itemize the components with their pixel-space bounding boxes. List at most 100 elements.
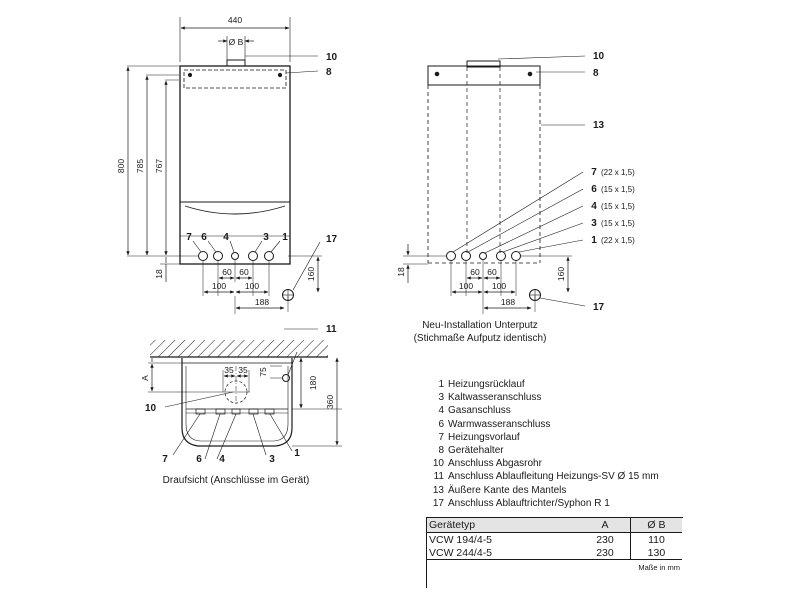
legend-item: 7 Heizungsvorlauf	[430, 431, 659, 444]
install-spacing-60-a: 60	[470, 267, 480, 277]
front-height-785: 785	[135, 159, 145, 173]
legend-item: 4 Gasanschluss	[430, 404, 659, 417]
front-spacing-100-a: 100	[212, 281, 226, 291]
top-dim-a: A	[140, 375, 150, 381]
legend-number: 4	[438, 405, 444, 417]
top-callout-10: 10	[145, 403, 157, 414]
install-spacing-60-b: 60	[487, 267, 497, 277]
top-label-1: 1	[294, 448, 300, 459]
top-dim-360: 360	[325, 395, 335, 409]
connection-1-install	[511, 251, 521, 261]
install-caption-line2: (Stichmaße Aufputz identisch)	[414, 333, 547, 344]
connection-3-install	[496, 251, 506, 261]
top-dim-180: 180	[308, 376, 318, 390]
table-header-row: Gerätetyp A Ø B	[427, 518, 682, 533]
cell-a: 230	[596, 546, 614, 559]
install-label-6-num: 6	[591, 184, 597, 195]
install-label-3-size: (15 x 1,5)	[601, 219, 635, 228]
top-label-6: 6	[196, 454, 202, 465]
legend-text: Gerätehalter	[448, 445, 504, 457]
top-view	[148, 328, 342, 460]
connection-4-install	[479, 252, 487, 260]
appliance-top-outline	[181, 358, 293, 447]
cell-b: 130	[629, 546, 682, 560]
install-label-4-size: (15 x 1,5)	[601, 202, 635, 211]
front-label-7: 7	[186, 232, 192, 243]
cell-model: VCW 194/4-5	[429, 533, 493, 546]
front-label-1: 1	[282, 232, 288, 243]
install-drain-160: 160	[556, 267, 566, 281]
install-label-7-size: (22 x 1,5)	[601, 168, 635, 177]
legend-number: 17	[432, 497, 444, 509]
top-dim-35-b: 35	[238, 365, 248, 375]
legend-text: Anschluss Ablauftrichter/Syphon R 1	[448, 497, 610, 509]
install-callout-13: 13	[593, 120, 605, 131]
front-label-6: 6	[201, 232, 207, 243]
legend-text: Heizungsrücklauf	[448, 379, 525, 390]
front-height-767: 767	[154, 159, 164, 173]
legend-number: 13	[432, 484, 444, 496]
connection-3-front	[248, 251, 258, 261]
legend-text: Gasanschluss	[448, 405, 511, 417]
cell-a: 230	[596, 533, 614, 546]
header-b: Ø B	[629, 518, 682, 533]
front-label-3: 3	[263, 232, 269, 243]
install-bottom-offset: 18	[396, 267, 406, 277]
front-bottom-offset: 18	[154, 269, 164, 279]
top-label-3: 3	[269, 454, 275, 465]
header-a: A	[580, 518, 631, 533]
front-callout-8: 8	[326, 67, 332, 78]
top-dim-35-a: 35	[224, 365, 234, 375]
legend-item: 17 Anschluss Ablauftrichter/Syphon R 1	[430, 497, 659, 510]
legend-item: 1 Heizungsrücklauf	[430, 378, 659, 391]
table-row: VCW 194/4-5 230 110	[427, 532, 682, 546]
install-spacing-100-a: 100	[459, 281, 473, 291]
connection-6-install	[461, 251, 471, 261]
install-callout-17: 17	[593, 302, 605, 313]
front-spacing-60-a: 60	[222, 267, 232, 277]
install-drain-188: 188	[501, 297, 515, 307]
header-model: Gerätetyp	[427, 518, 581, 533]
appliance-front-body	[179, 65, 291, 265]
top-callout-11: 11	[326, 324, 337, 335]
flue-diameter-label: Ø B	[229, 37, 244, 47]
legend-number: 1	[438, 379, 444, 390]
top-dim-75: 75	[258, 367, 268, 377]
cell-b: 110	[629, 532, 682, 546]
front-callout-10: 10	[326, 52, 338, 63]
legend-number: 6	[438, 418, 444, 430]
front-spacing-60-b: 60	[239, 267, 249, 277]
legend-number: 8	[438, 445, 444, 457]
install-spacing-100-b: 100	[492, 281, 506, 291]
connection-1-front	[264, 251, 274, 261]
install-label-6-size: (15 x 1,5)	[601, 185, 635, 194]
connection-7-install	[446, 251, 456, 261]
front-view	[126, 17, 322, 314]
legend-text: Äußere Kante des Mantels	[448, 484, 567, 496]
front-spacing-100-b: 100	[245, 281, 259, 291]
top-caption: Draufsicht (Anschlüsse im Gerät)	[163, 475, 310, 486]
front-width-label: 440	[228, 15, 242, 25]
unit-note: Maße in mm	[427, 559, 682, 574]
legend-text: Heizungsvorlauf	[448, 431, 520, 443]
table-row: VCW 244/4-5 230 130	[427, 546, 682, 560]
top-label-4: 4	[219, 454, 225, 465]
install-caption-line1: Neu-Installation Unterputz	[422, 320, 538, 331]
front-label-4: 4	[223, 232, 229, 243]
install-label-1-num: 1	[591, 235, 597, 246]
install-view	[403, 55, 586, 314]
legend-number: 10	[432, 458, 444, 470]
front-drain-188: 188	[255, 297, 269, 307]
unit-row: Maße in mm	[427, 559, 682, 574]
legend-number: 3	[438, 392, 444, 404]
top-label-7: 7	[162, 454, 168, 465]
legend-item: 13 Äußere Kante des Mantels	[430, 484, 659, 497]
legend-number: 7	[438, 431, 444, 443]
legend-item: 8 Gerätehalter	[430, 444, 659, 457]
install-label-7-num: 7	[591, 167, 597, 178]
